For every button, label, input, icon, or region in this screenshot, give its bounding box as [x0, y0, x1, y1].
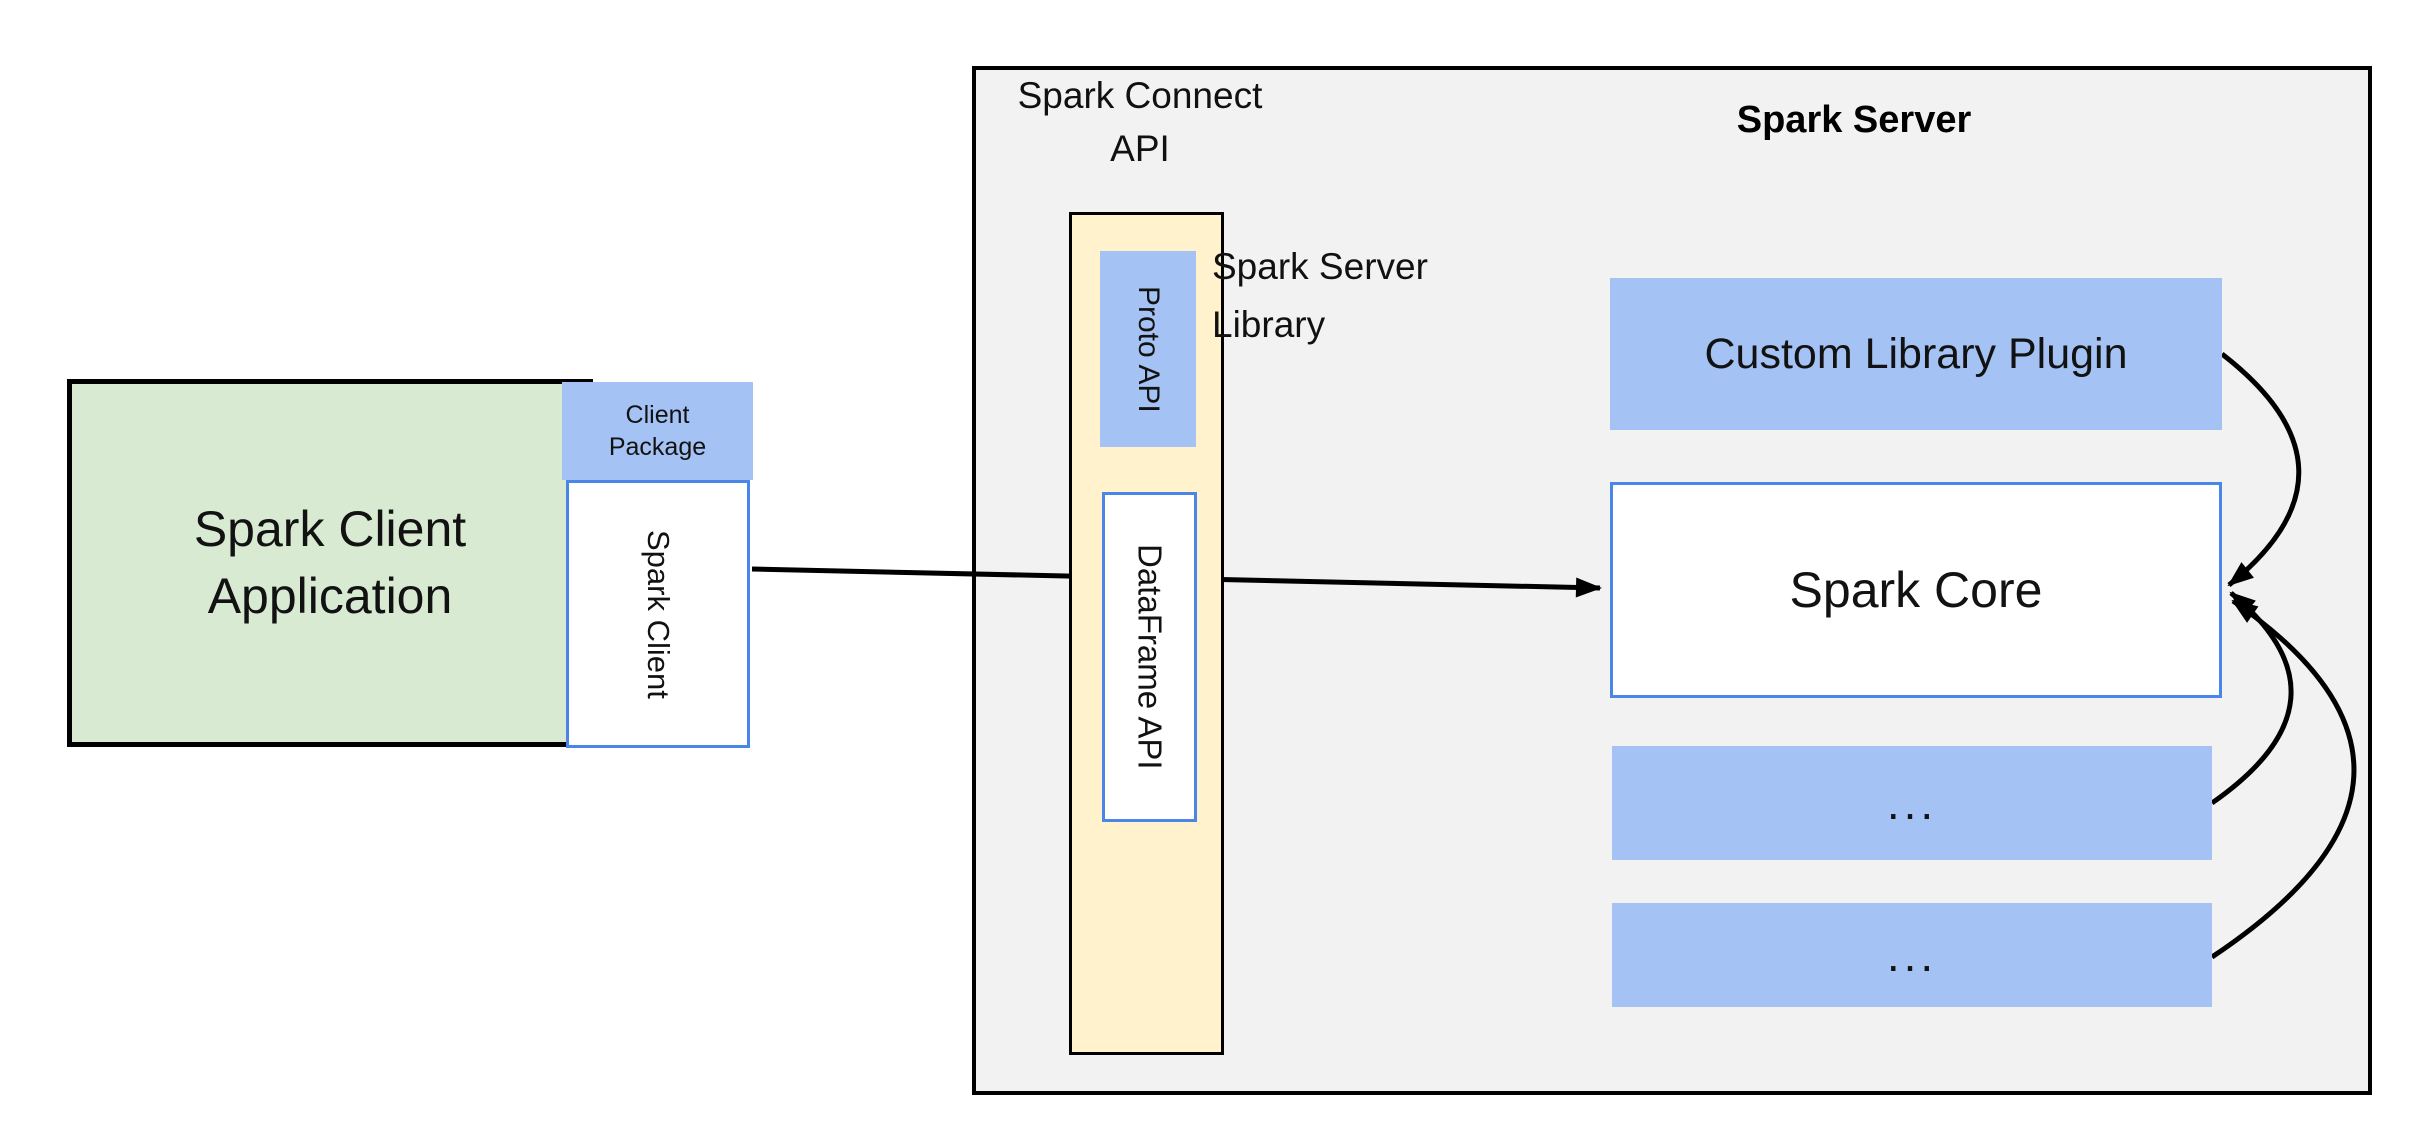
- spark-client-application-box: [67, 379, 593, 747]
- spark-core-label: Spark Core: [1789, 562, 2043, 618]
- spark-server-title: Spark Server: [1736, 99, 1972, 141]
- more-plugins-box-2: ...: [1612, 903, 2212, 1007]
- client-package-label: Client Package: [608, 400, 707, 462]
- proto-api-box: [1100, 251, 1196, 447]
- custom-library-plugin-box: Custom Library Plugin: [1610, 278, 2222, 430]
- more-plugins-label-2: ...: [1886, 929, 1938, 981]
- spark-client-application-label-wrap: Spark Client Application: [67, 379, 593, 747]
- spark-connect-api-label: Spark Connect API: [1017, 75, 1263, 169]
- spark-client-label: Spark Client: [641, 529, 676, 699]
- custom-library-plugin-label: Custom Library Plugin: [1704, 329, 2128, 378]
- spark-client-label-wrap: Spark Client: [566, 480, 750, 748]
- client-package-label-wrap: Client Package: [562, 382, 753, 480]
- more1-to-core-arrow: [2210, 591, 2294, 806]
- client-package-box: [562, 382, 753, 480]
- more2-to-core-arrow: [2210, 598, 2357, 960]
- spark-client-application-label: Spark Client Application: [193, 501, 467, 624]
- spark-client-box: [566, 480, 750, 748]
- spark-server-library-label: Spark Server Library: [1212, 246, 1428, 346]
- more-plugins-label-1: ...: [1886, 777, 1938, 829]
- proto-api-label: Proto API: [1132, 285, 1165, 413]
- dataframe-api-box: [1102, 492, 1197, 822]
- more-plugins-box-1: ...: [1612, 746, 2212, 860]
- dataframe-api-label: DataFrame API: [1131, 544, 1169, 770]
- plugin-to-core-arrow: [2220, 352, 2302, 587]
- proto-api-label-wrap: Proto API: [1100, 251, 1196, 447]
- dataframe-api-label-wrap: DataFrame API: [1102, 492, 1197, 822]
- spark-core-box: Spark Core: [1610, 482, 2222, 698]
